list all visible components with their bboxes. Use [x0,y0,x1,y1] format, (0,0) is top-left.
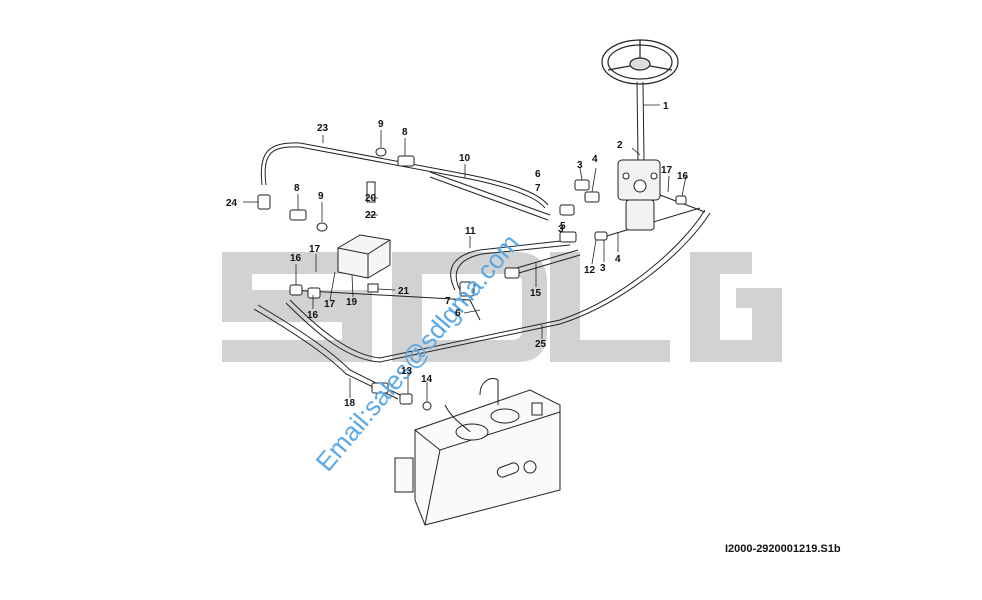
callout-19: 19 [346,297,358,308]
callout-16c: 16 [307,310,319,321]
callout-5: 5 [560,221,566,232]
callout-9: 9 [378,119,384,130]
callout-24: 24 [226,198,238,209]
callout-4: 4 [592,154,598,165]
callout-3: 3 [577,160,583,171]
callout-22: 22 [365,210,377,221]
hose-10 [429,171,551,216]
callout-17b: 17 [309,244,321,255]
callout-7: 7 [535,183,541,194]
hose-15 [509,249,579,271]
callout-8b: 8 [294,183,300,194]
callout-7c: 7 [445,296,451,307]
fittings [257,147,687,411]
callout-14: 14 [421,374,433,385]
callout-23: 23 [317,123,329,134]
drawing-reference-code: I2000-2920001219.S1b [725,543,841,555]
hose-18 [257,304,401,396]
hose-lines [253,142,711,400]
callout-3c: 3 [600,263,606,274]
callout-2: 2 [617,140,623,151]
callout-1: 1 [663,101,669,112]
hydraulic-tank-icon [394,378,561,526]
callout-15: 15 [530,288,542,299]
callout-16b: 16 [290,253,302,264]
callout-6: 6 [535,169,541,180]
callout-17: 17 [661,165,673,176]
steering-column-icon [636,81,645,161]
callout-20: 20 [365,193,377,204]
steering-unit-icon [617,159,661,231]
callout-leaders [243,104,687,402]
callout-16: 16 [677,171,689,182]
callout-13: 13 [401,366,413,377]
callout-25: 25 [535,339,547,350]
callout-18: 18 [344,398,356,409]
valve-block-icon [337,234,391,279]
callout-12: 12 [584,265,596,276]
steering-wheel-icon [601,39,679,85]
callout-labels: 1 2 3 4 6 7 17 16 23 9 8 10 6 7 3 4 20 2… [226,101,689,409]
callout-4b: 4 [615,254,621,265]
callout-3b: 3 [558,224,564,235]
hose-23 [260,142,549,206]
callout-17c: 17 [324,299,336,310]
callout-11: 11 [465,226,476,237]
callout-10: 10 [459,153,471,164]
callout-8: 8 [402,127,408,138]
hose-25 [289,209,706,359]
callout-21: 21 [398,286,410,297]
hose-11 [450,239,571,291]
callout-6c: 6 [455,308,461,319]
callout-9b: 9 [318,191,324,202]
